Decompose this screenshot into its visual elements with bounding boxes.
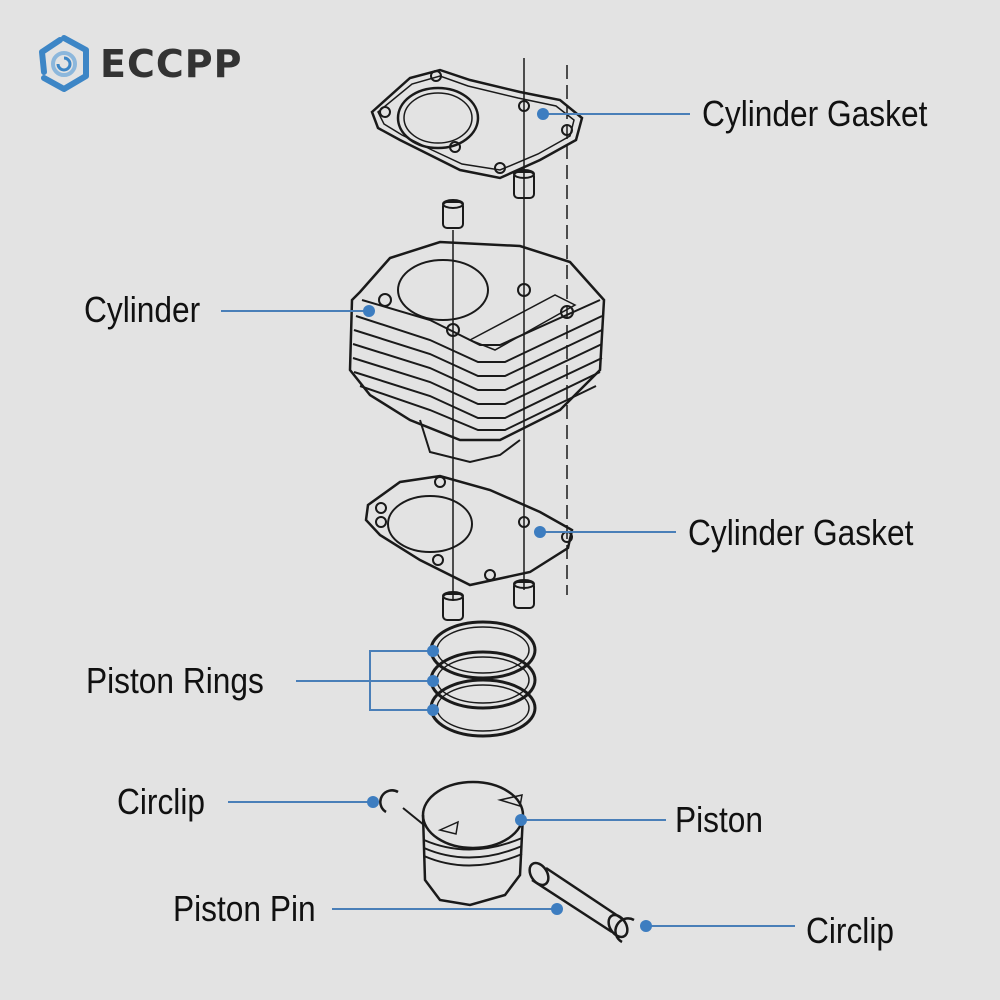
circlip-right-drawing — [614, 917, 635, 944]
piston-drawing — [402, 780, 525, 907]
label-piston: Piston — [675, 799, 764, 840]
dowel-pin — [513, 171, 535, 199]
label-bottom-cylinder-gasket: Cylinder Gasket — [688, 512, 914, 553]
circlip-left-drawing — [379, 789, 399, 814]
bottom-cylinder-gasket-drawing — [364, 474, 574, 587]
dowel-pin — [442, 593, 464, 621]
piston-rings-drawing — [429, 620, 537, 738]
callout-bracket-rings — [369, 650, 433, 711]
label-circlip-right: Circlip — [806, 910, 895, 951]
callout-dot — [367, 796, 379, 808]
label-piston-rings: Piston Rings — [86, 660, 264, 701]
label-circlip-left: Circlip — [117, 781, 206, 822]
cylinder-drawing — [348, 240, 606, 464]
callout-dot — [427, 704, 439, 716]
hex-nut-icon — [39, 35, 89, 92]
callout-dot — [537, 108, 549, 120]
callout-dot — [534, 526, 546, 538]
callout-dot — [640, 920, 652, 932]
callout-dot — [515, 814, 527, 826]
label-top-cylinder-gasket: Cylinder Gasket — [702, 93, 928, 134]
callout-dot — [551, 903, 563, 915]
piston-pin-drawing — [528, 861, 629, 939]
callout-dot — [427, 645, 439, 657]
dowel-pin — [442, 201, 464, 229]
label-piston-pin: Piston Pin — [173, 888, 316, 929]
callout-dot — [363, 305, 375, 317]
dowel-pin — [513, 581, 535, 609]
top-cylinder-gasket-drawing — [370, 68, 584, 180]
brand-logo: ECCPP — [34, 34, 242, 94]
label-cylinder: Cylinder — [84, 289, 201, 330]
callout-dot — [427, 675, 439, 687]
brand-name: ECCPP — [100, 42, 243, 86]
